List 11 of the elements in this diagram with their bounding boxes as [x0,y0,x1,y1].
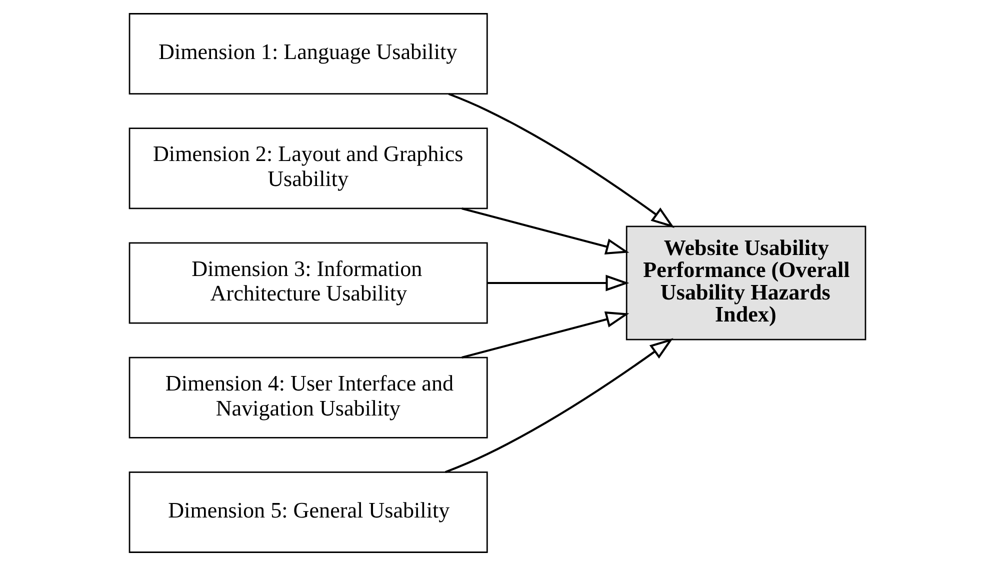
arrow [448,93,674,228]
arrow [461,207,629,255]
node-box: Dimension 1: Language Usability [128,13,488,95]
node-box: Dimension 3: Information Architecture Usability [128,242,488,324]
node-box: Dimension 5: General Usability [128,471,488,553]
arrow [486,274,629,292]
node-box: Website Usability Performance (Overall Usability Hazards Index) [625,226,866,340]
node-box: Dimension 4: User Interface and Navigation Usability [128,356,488,438]
arrow [461,311,629,359]
arrow [444,338,673,474]
node-box: Dimension 2: Layout and Graphics Usability [128,128,488,210]
